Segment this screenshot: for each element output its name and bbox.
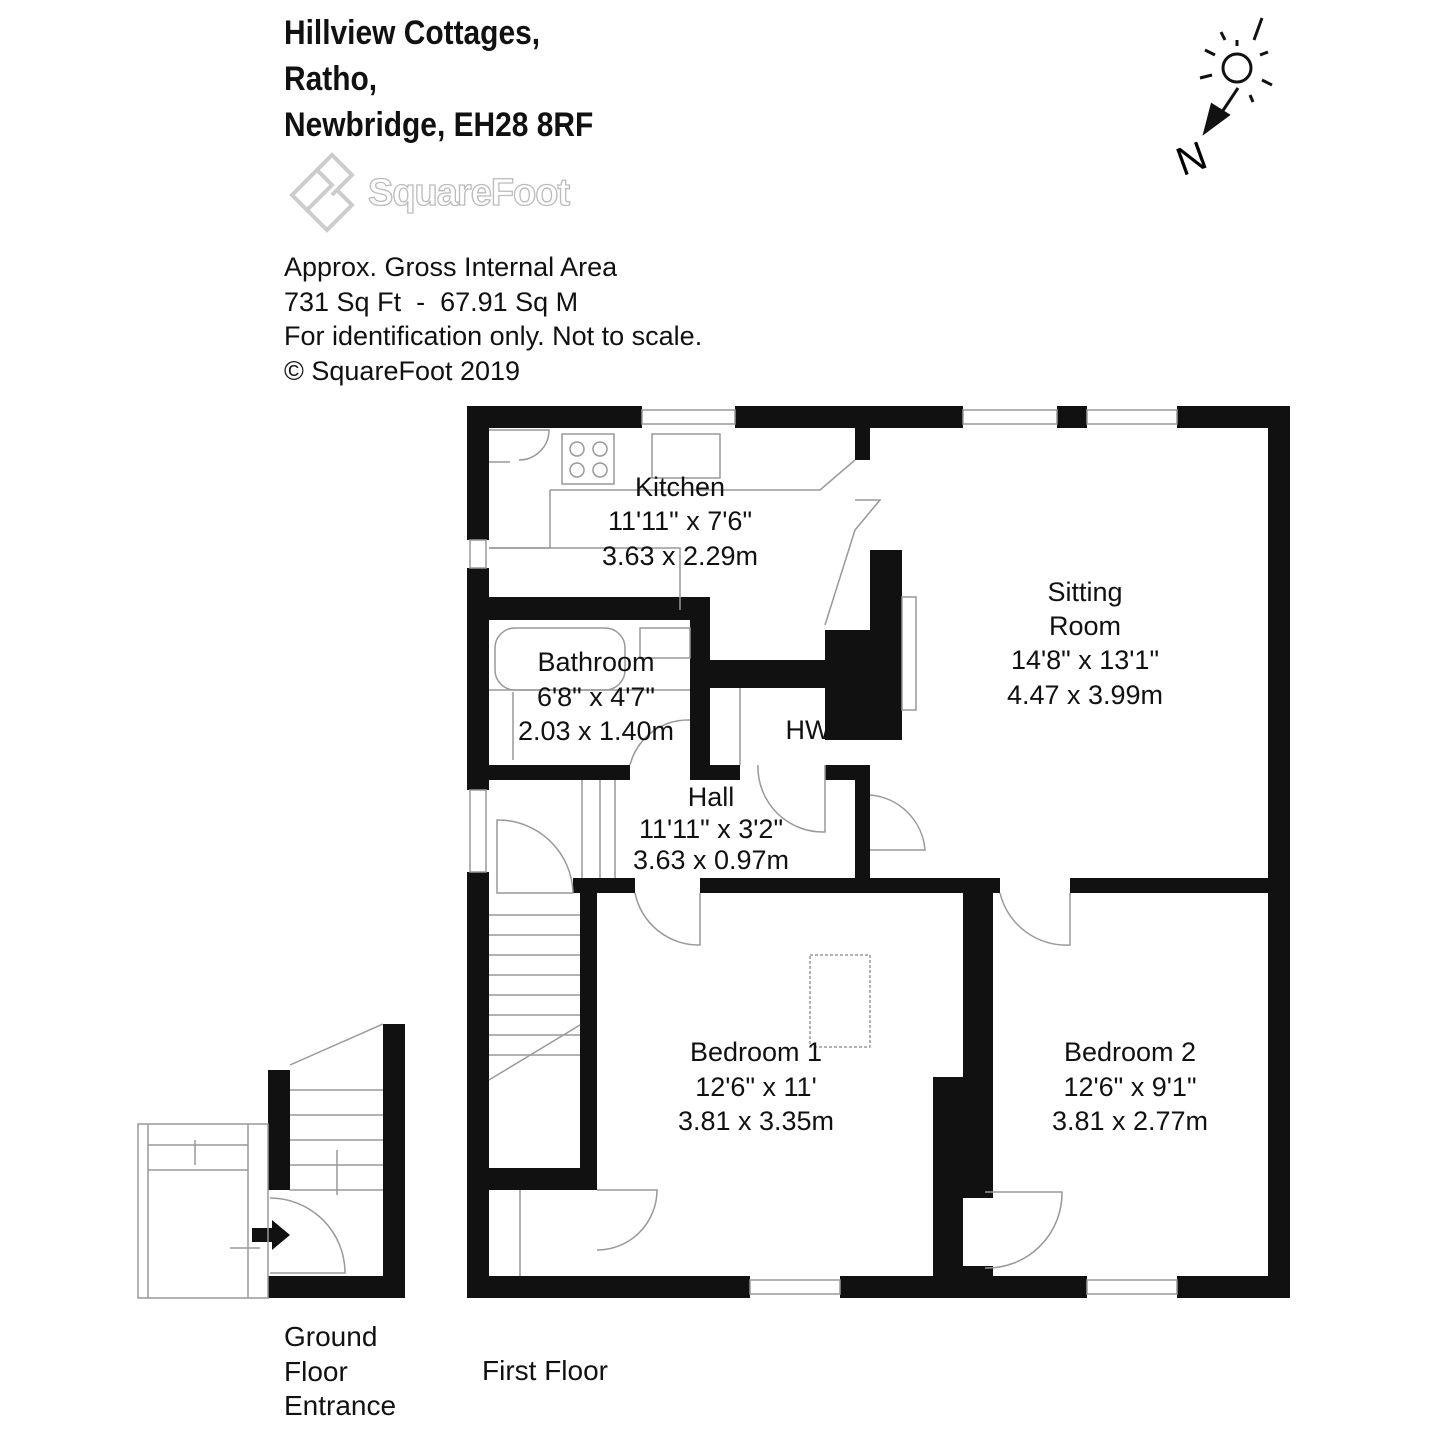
ground-floor-line-1: Ground (284, 1321, 378, 1352)
bathroom-name: Bathroom (537, 647, 654, 677)
ground-floor-line-3: Entrance (284, 1390, 397, 1421)
bedroom1-metric: 3.81 x 3.35m (678, 1106, 834, 1136)
staircase (488, 914, 581, 1081)
bedroom2-imperial: 12'6" x 9'1" (1063, 1072, 1196, 1102)
hall-metric: 3.63 x 0.97m (633, 845, 789, 875)
sitting-metric: 4.47 x 3.99m (1007, 680, 1163, 710)
bedroom2-name: Bedroom 2 (1064, 1037, 1196, 1067)
ground-floor-line-2: Floor (284, 1355, 348, 1387)
kitchen-name: Kitchen (635, 472, 725, 502)
sitting-name-2: Room (1049, 611, 1121, 641)
bathroom-metric: 2.03 x 1.40m (518, 716, 674, 746)
kitchen-imperial: 11'11" x 7'6" (608, 506, 752, 536)
area-title: Approx. Gross Internal Area (284, 252, 618, 282)
address-line-1: Hillview Cottages, (284, 14, 541, 52)
brand-logo-text: SquareFoot (367, 171, 570, 214)
sitting-name-1: Sitting (1047, 577, 1122, 607)
sun-compass-icon (1199, 17, 1273, 136)
sitting-imperial: 14'8" x 13'1" (1011, 645, 1159, 675)
address-line-3: Newbridge, EH28 8RF (284, 106, 594, 144)
entrance-arrow-icon (252, 1220, 290, 1250)
north-label: N (1171, 133, 1213, 184)
address-line-2: Ratho, (284, 60, 378, 98)
fixtures (469, 409, 1178, 1295)
bedroom2-metric: 3.81 x 2.77m (1052, 1106, 1208, 1136)
area-info: Approx. Gross Internal Area 731 Sq Ft - … (284, 250, 702, 388)
first-floor-walls (467, 406, 1290, 1298)
copyright: © SquareFoot 2019 (284, 355, 521, 386)
disclaimer: For identification only. Not to scale. (284, 321, 703, 351)
ground-floor-entrance (137, 1023, 405, 1299)
bathroom-imperial: 6'8" x 4'7" (537, 682, 655, 712)
area-value: 731 Sq Ft - 67.91 Sq M (284, 286, 579, 317)
ground-floor-label: Ground Floor Entrance (284, 1320, 396, 1424)
hall-imperial: 11'11" x 3'2" (639, 814, 783, 844)
bedroom1-name: Bedroom 1 (690, 1037, 822, 1067)
hw-name: HW (786, 715, 831, 745)
kitchen-metric: 3.63 x 2.29m (602, 541, 758, 571)
squarefoot-logo-icon (282, 150, 362, 245)
bedroom1-imperial: 12'6" x 11' (695, 1072, 816, 1102)
first-floor-label: First Floor (482, 1355, 608, 1386)
hall-name: Hall (688, 782, 735, 812)
